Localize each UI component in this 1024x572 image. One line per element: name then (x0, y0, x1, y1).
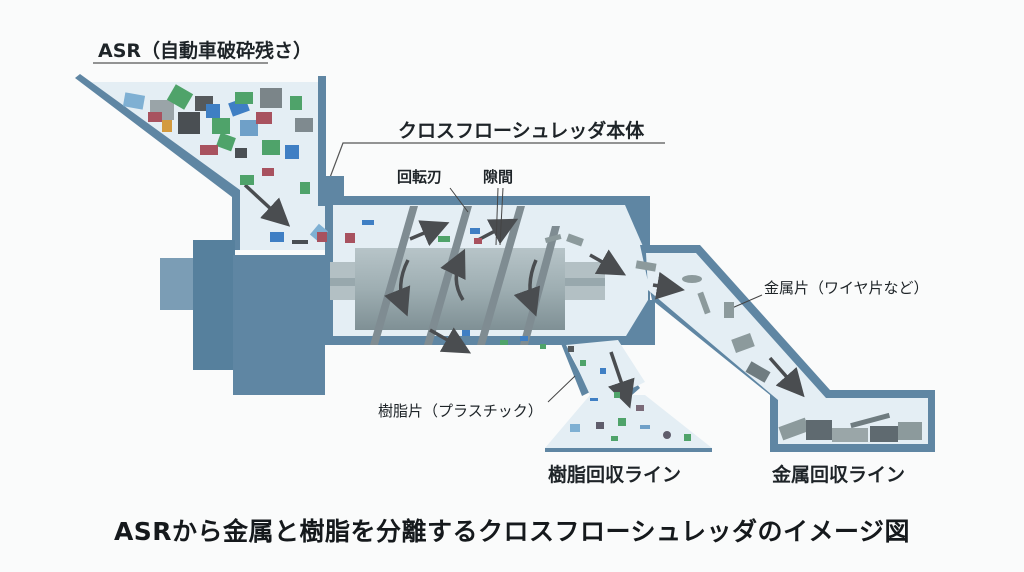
rotating-blade-label: 回転刃 (397, 168, 443, 186)
shredder-body-label: クロスフローシュレッダ本体 (398, 120, 645, 142)
motor (160, 240, 325, 395)
resin-pieces-label: 樹脂片（プラスチック） (378, 402, 543, 420)
asr-label: ASR（自動車破砕残さ） (98, 40, 313, 62)
diagram-caption: ASRから金属と樹脂を分離するクロスフローシュレッダのイメージ図 (113, 517, 911, 546)
resin-fragments (462, 330, 691, 441)
resin-line-label: 樹脂回収ライン (548, 464, 682, 486)
rotor (330, 248, 605, 330)
metal-fragments (544, 233, 922, 442)
flow-arrows (243, 183, 805, 409)
leader-lines (449, 187, 763, 403)
gap-label: 隙間 (483, 168, 514, 186)
asr-fragments (122, 84, 482, 244)
metal-line-label: 金属回収ライン (772, 464, 906, 486)
metal-pieces-label: 金属片（ワイヤ片など） (764, 279, 929, 297)
metal-chute (640, 245, 935, 452)
